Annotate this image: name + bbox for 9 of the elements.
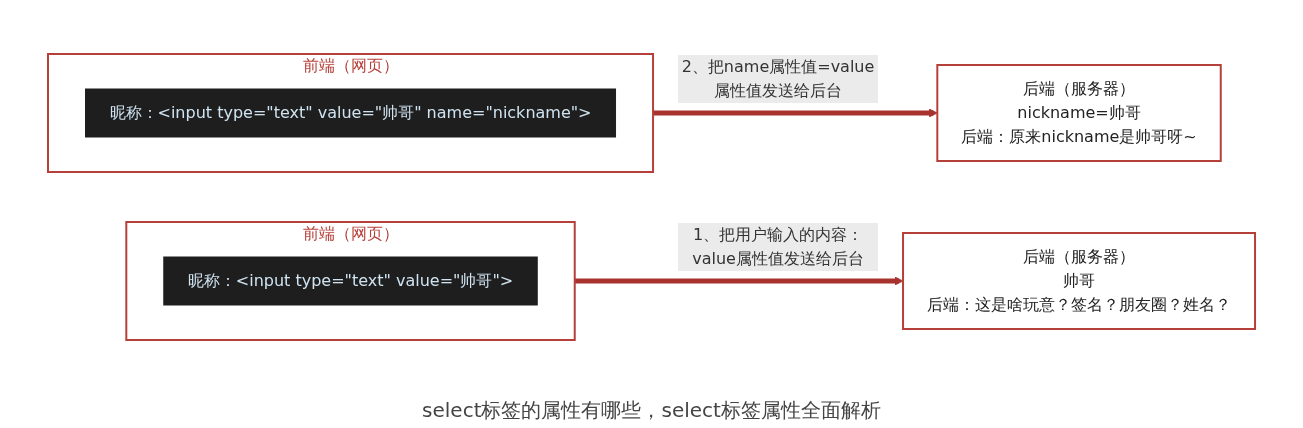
node-box: 昵称：<input type="text" value="帅哥"> [163,256,538,305]
edge-label: 2、把name属性值=value属性值发送给后台 [681,56,875,100]
node-box: 后端（服务器） 帅哥 后端：这是啥玩意？签名？朋友圈？姓名？ [902,231,1256,330]
node-box: 后端（服务器） nickname=帅哥 后端：原来nickname是帅哥呀~ [936,63,1222,162]
arrow [574,276,904,285]
arrow [653,108,938,117]
node-box: 昵称：<input type="text" value="帅哥" name="nickname"> [85,88,616,137]
edge-label: 1、把用户输入的内容：value属性值发送给后台 [692,224,864,268]
note-text: select标签的属性有哪些，select标签属性全面解析 [421,397,882,424]
